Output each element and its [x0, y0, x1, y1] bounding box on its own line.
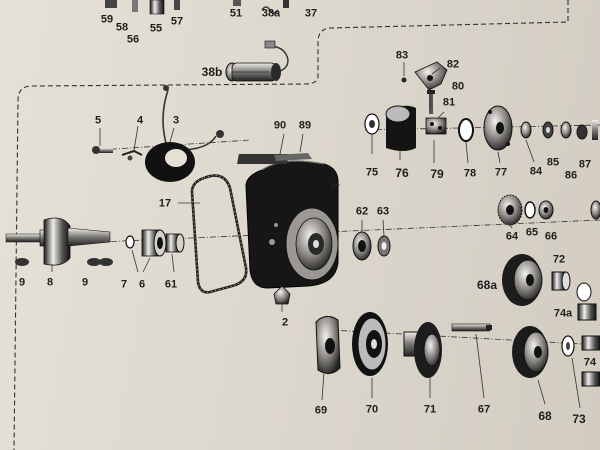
label-87: 87 [578, 158, 592, 171]
label-68a: 68a [476, 278, 498, 292]
part-8-crankshaft [5, 217, 111, 266]
label-4: 4 [136, 114, 144, 127]
part-74-bush [581, 335, 600, 387]
label-17: 17 [158, 197, 172, 210]
part-82-bracket [401, 61, 448, 91]
part-17-gasket [190, 174, 248, 294]
part-9-keys [15, 258, 113, 266]
label-37: 37 [304, 7, 318, 20]
parts-84-87-small [520, 120, 598, 140]
part-72-washer [576, 282, 592, 302]
label-62: 62 [355, 205, 369, 218]
label-73: 73 [572, 412, 586, 426]
part-1-housing [237, 153, 339, 289]
label-72: 72 [552, 253, 566, 266]
label-61: 61 [164, 278, 178, 291]
part-4-clip [121, 149, 143, 161]
part-78-ring [458, 118, 474, 142]
part-65-washer [524, 201, 536, 219]
part-61-bush [165, 233, 185, 253]
top-row-parts [105, 0, 289, 15]
label-78: 78 [463, 167, 477, 180]
part-69-plate [315, 316, 341, 374]
label-65: 65 [525, 226, 539, 239]
label-89: 89 [298, 119, 312, 132]
part-74a-bush [577, 303, 597, 321]
label-51: 51 [229, 7, 243, 20]
part-68a-clutch [502, 254, 543, 306]
label-85: 85 [546, 156, 560, 169]
part-6-bearing [141, 229, 167, 257]
label-63: 63 [376, 205, 390, 218]
label-57: 57 [170, 15, 184, 28]
label-5: 5 [94, 114, 102, 127]
part-63-washer [377, 235, 391, 257]
part-5-screw [92, 146, 113, 154]
label-86: 86 [564, 169, 578, 182]
label-59: 59 [100, 13, 114, 26]
label-9-left: 9 [18, 276, 26, 289]
part-71-hub [403, 322, 442, 378]
label-71: 71 [423, 403, 437, 416]
label-75: 75 [365, 166, 379, 179]
label-38a: 38a [261, 7, 281, 20]
part-80-screw [427, 90, 435, 114]
label-70: 70 [365, 403, 379, 416]
part-62-bearing [352, 231, 372, 261]
label-74: 74 [583, 356, 597, 369]
label-67: 67 [477, 403, 491, 416]
part-76-drum [385, 105, 416, 151]
label-74a: 74a [553, 307, 573, 320]
part-73-washer [561, 335, 575, 357]
label-90: 90 [273, 119, 287, 132]
part-2-nut [273, 285, 291, 305]
part-68-clutch [512, 326, 549, 378]
label-69: 69 [314, 404, 328, 417]
part-75-washer [364, 113, 380, 135]
label-76: 76 [395, 166, 409, 180]
label-64: 64 [505, 230, 519, 243]
part-72-bush [551, 271, 571, 291]
part-70-disc [352, 312, 388, 376]
part-38b-coil [225, 40, 289, 82]
label-55: 55 [149, 22, 163, 35]
label-80: 80 [451, 80, 465, 93]
label-66: 66 [544, 230, 558, 243]
label-8: 8 [46, 276, 54, 289]
label-56: 56 [126, 33, 140, 46]
part-77-plate [483, 105, 513, 151]
part-edge-right [590, 200, 600, 220]
label-1: 1 [329, 179, 337, 192]
label-83: 83 [395, 49, 409, 62]
label-77: 77 [494, 166, 508, 179]
label-68: 68 [538, 409, 552, 423]
label-58: 58 [115, 21, 129, 34]
label-38b: 38b [201, 65, 223, 79]
section-borders [13, 0, 569, 450]
label-81: 81 [442, 96, 456, 109]
part-67-pin [451, 323, 492, 332]
leader-lines [51, 62, 581, 409]
part-64-gear [497, 194, 523, 226]
label-9-right: 9 [81, 276, 89, 289]
part-3-coil [145, 85, 224, 182]
label-3: 3 [172, 114, 180, 127]
label-7: 7 [120, 278, 128, 291]
label-82: 82 [446, 58, 460, 71]
label-2: 2 [281, 316, 289, 329]
part-66-nut [538, 200, 554, 220]
label-84: 84 [529, 165, 543, 178]
label-79: 79 [430, 167, 444, 181]
part-79-contact [425, 117, 447, 135]
part-7-washer [125, 235, 135, 249]
label-6: 6 [138, 278, 146, 291]
